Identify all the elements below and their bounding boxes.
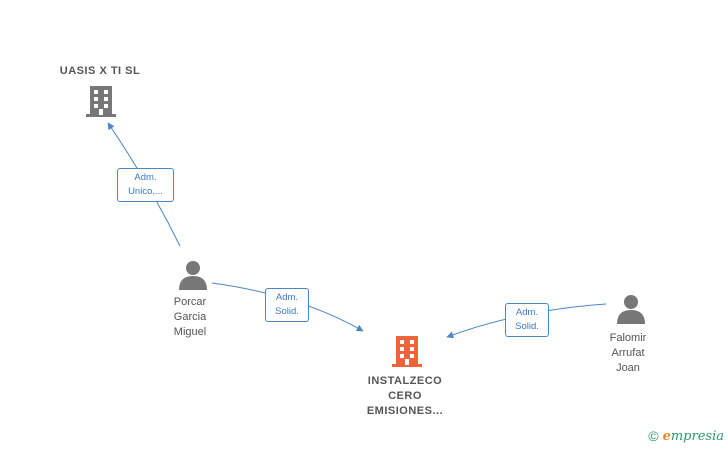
person-icon[interactable]: [617, 295, 645, 324]
brand-rest: mpresia: [670, 429, 724, 444]
node-label-uasis[interactable]: UASIS X TI SL: [59, 65, 141, 77]
edge-label-line: Adm.: [515, 307, 539, 318]
edge-label-line: Solid.: [515, 321, 539, 332]
edge-label-falomir-instalzeco[interactable]: Adm. Solid.: [505, 303, 549, 337]
brand-logo[interactable]: © empresia: [648, 428, 724, 444]
person-icon[interactable]: [179, 261, 207, 290]
node-label-porcar[interactable]: Porcar Garcia Miguel: [173, 296, 207, 338]
edge-label-line: Adm.: [275, 292, 299, 303]
main-company-building-icon[interactable]: [392, 336, 422, 367]
edge-label-line: Unico,...: [128, 186, 163, 197]
edge-label-line: Solid.: [275, 306, 299, 317]
edge-label-line: Adm.: [134, 172, 157, 183]
node-label-instalzeco[interactable]: INSTALZECO CERO EMISIONES...: [366, 375, 444, 417]
building-icon[interactable]: [86, 86, 116, 117]
brand-wordmark: empresia: [663, 428, 724, 444]
brand-initial: e: [662, 429, 671, 444]
edge-label-porcar-instalzeco[interactable]: Adm. Solid.: [265, 288, 309, 322]
edge-label-porcar-uasis[interactable]: Adm. Unico,...: [117, 168, 174, 202]
node-label-falomir[interactable]: Falomir Arrufat Joan: [609, 332, 647, 374]
copyright-icon: ©: [648, 428, 659, 444]
